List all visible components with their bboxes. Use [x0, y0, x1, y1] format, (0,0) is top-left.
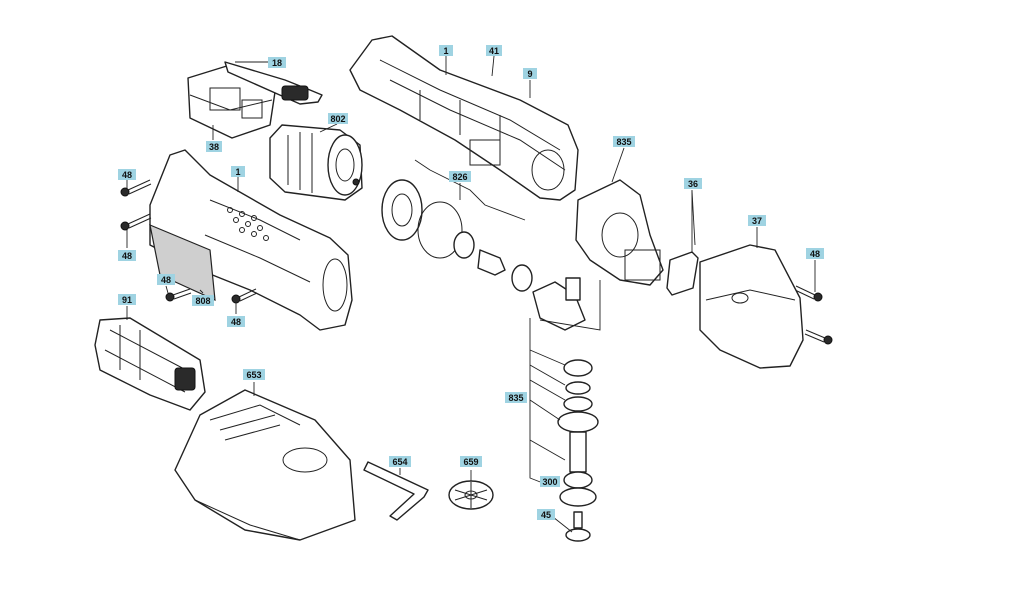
callout-835-top: 835	[613, 136, 635, 147]
callout-18: 18	[268, 57, 286, 68]
callout-1-lower: 1	[231, 166, 245, 177]
callout-9: 9	[523, 68, 537, 79]
svg-text:835: 835	[508, 393, 523, 403]
callout-36: 36	[684, 178, 702, 189]
svg-text:659: 659	[463, 457, 478, 467]
callout-659: 659	[460, 456, 482, 467]
callout-38: 38	[206, 141, 222, 152]
callout-653: 653	[243, 369, 265, 380]
svg-text:48: 48	[161, 275, 171, 285]
gear-parts	[381, 159, 533, 292]
callout-48-a: 48	[118, 169, 136, 180]
lower-housing-half	[149, 149, 353, 331]
slider-switch	[224, 61, 323, 105]
callout-835-left: 835	[505, 392, 527, 403]
callout-48-c: 48	[157, 274, 175, 285]
svg-text:654: 654	[392, 457, 407, 467]
spring-clip	[666, 190, 699, 296]
svg-text:9: 9	[527, 69, 532, 79]
callout-1: 1	[439, 45, 453, 56]
battery-pack	[94, 317, 206, 411]
svg-text:835: 835	[616, 137, 631, 147]
svg-text:91: 91	[122, 295, 132, 305]
callout-41: 41	[486, 45, 502, 56]
upper-housing-half	[349, 35, 579, 201]
svg-text:45: 45	[541, 510, 551, 520]
svg-text:1: 1	[443, 46, 448, 56]
callout-826: 826	[449, 171, 471, 182]
svg-text:653: 653	[246, 370, 261, 380]
callout-654: 654	[389, 456, 411, 467]
callout-48-b: 48	[118, 250, 136, 261]
svg-text:300: 300	[542, 477, 557, 487]
svg-text:1: 1	[235, 167, 240, 177]
callout-300: 300	[540, 476, 560, 487]
svg-text:37: 37	[752, 216, 762, 226]
motor	[269, 124, 363, 201]
svg-text:826: 826	[452, 172, 467, 182]
svg-text:48: 48	[122, 170, 132, 180]
callout-48-d: 48	[227, 316, 245, 327]
callout-48-right: 48	[806, 248, 824, 259]
leader-lines	[126, 55, 816, 533]
svg-text:38: 38	[209, 142, 219, 152]
bearing-housing	[575, 179, 664, 286]
callout-37: 37	[748, 215, 766, 226]
front-cover	[699, 244, 804, 369]
svg-text:48: 48	[810, 249, 820, 259]
svg-text:36: 36	[688, 179, 698, 189]
svg-text:18: 18	[272, 58, 282, 68]
callout-91: 91	[118, 294, 136, 305]
adapter-disc	[448, 480, 494, 510]
svg-text:802: 802	[330, 114, 345, 124]
svg-text:48: 48	[122, 251, 132, 261]
svg-text:808: 808	[195, 296, 210, 306]
callout-808: 808	[192, 295, 214, 306]
svg-text:48: 48	[231, 317, 241, 327]
callout-45: 45	[537, 509, 555, 520]
charger	[174, 389, 356, 541]
oscillating-fork	[532, 277, 586, 331]
svg-text:41: 41	[489, 46, 499, 56]
callout-802: 802	[328, 113, 348, 124]
hex-key	[363, 461, 429, 521]
